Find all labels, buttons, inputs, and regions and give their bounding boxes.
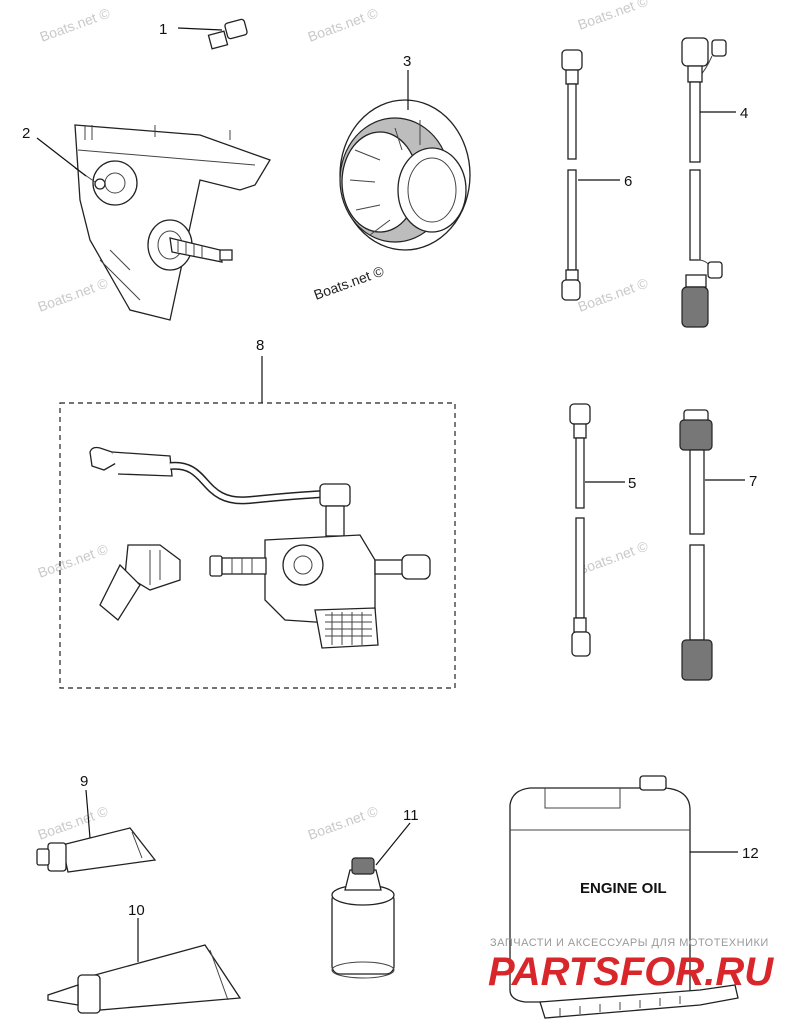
part-4-harness bbox=[681, 37, 727, 328]
watermark: Boats.net © bbox=[576, 537, 651, 577]
part-9-tube bbox=[36, 827, 157, 873]
callout-8: 8 bbox=[256, 337, 264, 354]
callout-6: 6 bbox=[624, 173, 632, 190]
watermark: Boats.net © bbox=[38, 4, 113, 44]
callout-4: 4 bbox=[740, 105, 748, 122]
watermark: Boats.net © bbox=[576, 274, 651, 314]
part-2-housing bbox=[74, 124, 271, 321]
callout-9: 9 bbox=[80, 773, 88, 790]
partsfor-logo: ЗАПЧАСТИ И АКСЕССУАРЫ ДЛЯ МОТОТЕХНИКИ PA… bbox=[488, 937, 774, 994]
partsfor-brand: PARTSFOR.RU bbox=[488, 950, 774, 994]
leader-9 bbox=[85, 789, 91, 839]
part-7-cable bbox=[679, 409, 713, 681]
part-3-housing bbox=[339, 99, 471, 251]
watermark: Boats.net © bbox=[576, 0, 651, 33]
watermark: Boats.net © bbox=[36, 540, 111, 580]
callout-12: 12 bbox=[742, 845, 759, 862]
part-12-oil-jug: ENGINE OIL bbox=[509, 775, 739, 1019]
watermark: Boats.net © bbox=[306, 802, 381, 842]
leader-11 bbox=[375, 822, 411, 866]
leader-2 bbox=[36, 137, 87, 177]
watermark: Boats.net © bbox=[36, 274, 111, 314]
callout-7: 7 bbox=[749, 473, 757, 490]
callout-11: 11 bbox=[403, 807, 419, 824]
part-11-can bbox=[331, 857, 395, 979]
engine-oil-label: ENGINE OIL bbox=[580, 880, 667, 897]
callout-3: 3 bbox=[403, 53, 411, 70]
callout-2: 2 bbox=[22, 125, 30, 142]
part-1-bolt bbox=[207, 18, 248, 50]
kit-8-border bbox=[59, 402, 456, 689]
callout-10: 10 bbox=[128, 902, 145, 919]
part-8-kit bbox=[89, 446, 431, 649]
leader-1 bbox=[177, 27, 223, 31]
part-6-cable bbox=[561, 49, 583, 301]
watermark-dark: Boats.net © bbox=[312, 262, 387, 302]
partsfor-tagline: ЗАПЧАСТИ И АКСЕССУАРЫ ДЛЯ МОТОТЕХНИКИ bbox=[490, 937, 769, 949]
part-5-cable bbox=[569, 403, 591, 657]
callout-5: 5 bbox=[628, 475, 636, 492]
callout-1: 1 bbox=[159, 21, 167, 38]
watermarks: Boats.net © Boats.net © Boats.net © Boat… bbox=[36, 0, 651, 843]
part-10-tube bbox=[47, 944, 242, 1014]
watermark: Boats.net © bbox=[306, 4, 381, 44]
